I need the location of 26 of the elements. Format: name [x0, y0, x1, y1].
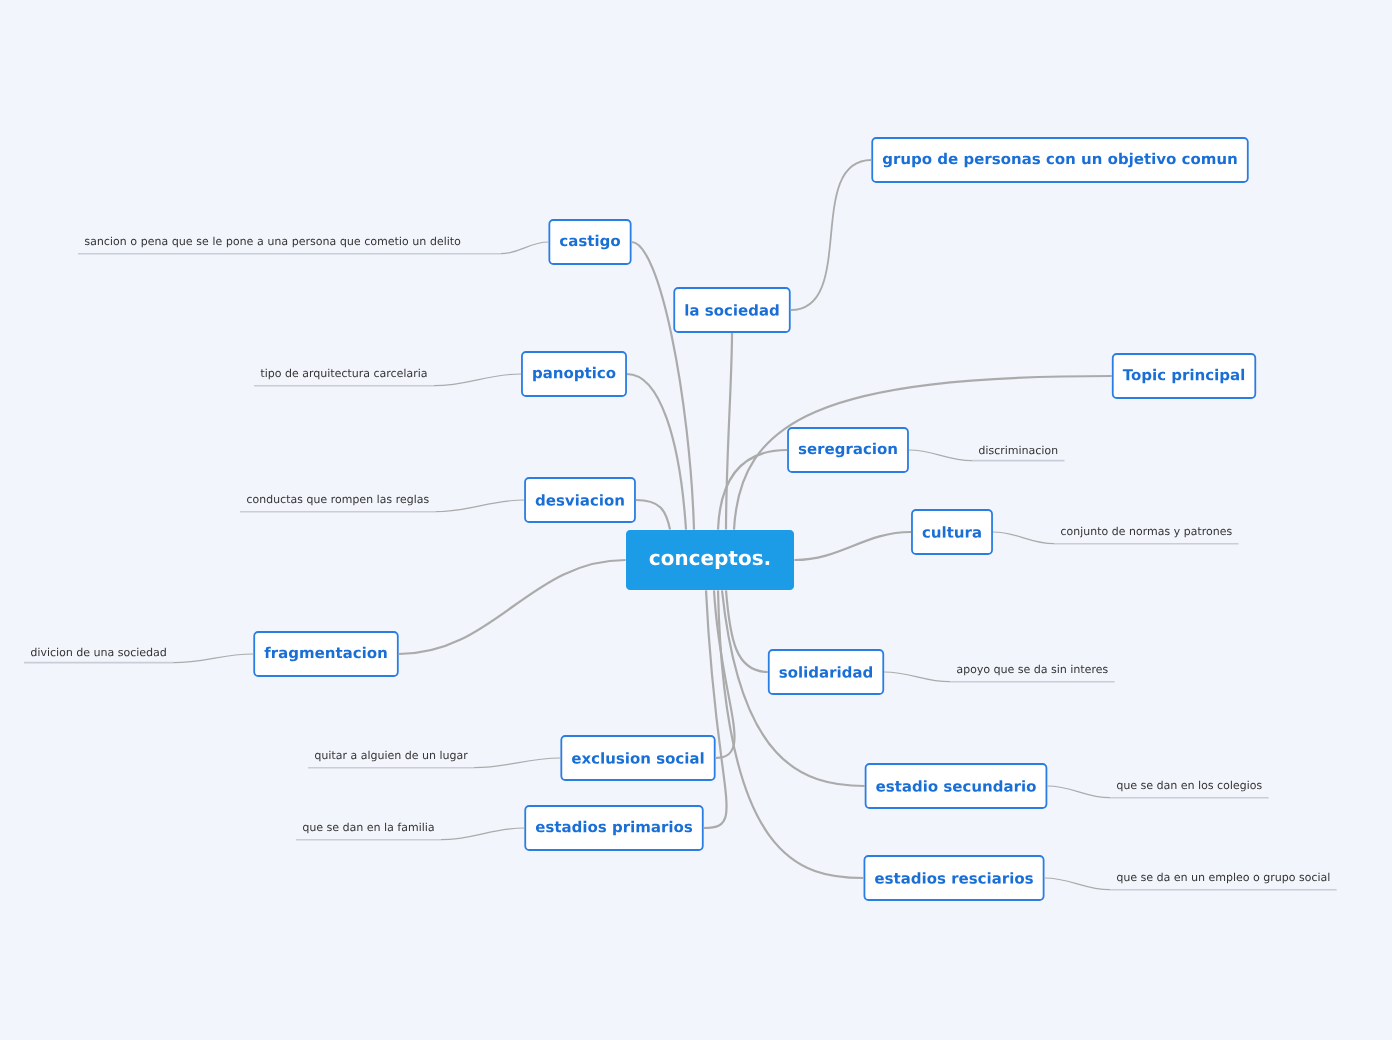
connector: [434, 499, 525, 513]
connector: [631, 241, 696, 530]
connector: [992, 531, 1055, 545]
connector: [716, 448, 788, 530]
connector: [398, 558, 626, 656]
connector: [703, 590, 728, 830]
connector: [716, 590, 864, 880]
connector: [720, 590, 865, 788]
connector: [724, 590, 768, 674]
connector: [724, 332, 734, 530]
central-topic: conceptos.: [626, 530, 794, 590]
connector: [172, 653, 254, 664]
connector: [635, 498, 672, 530]
connector: [908, 449, 973, 462]
connector: [712, 590, 736, 760]
connector: [500, 241, 550, 255]
connector: [789, 159, 873, 311]
connector: [794, 530, 912, 562]
connector: [440, 827, 525, 841]
connector: [473, 757, 561, 769]
connector: [1043, 877, 1111, 891]
connector: [883, 671, 951, 683]
connector: [626, 372, 688, 530]
connector: [1046, 785, 1111, 799]
connector: [433, 373, 522, 387]
connector: [732, 374, 1112, 530]
